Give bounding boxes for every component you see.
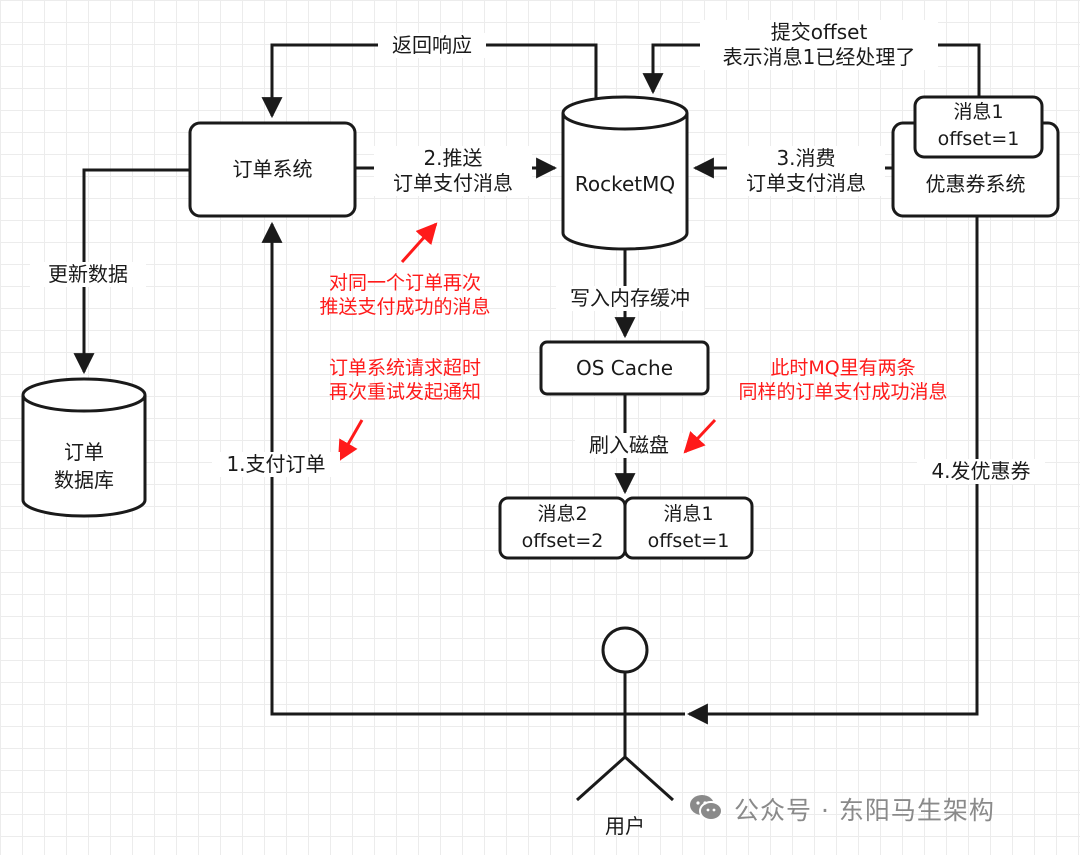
edge-update-data [73,168,190,375]
edge-issue-coupon [686,216,979,725]
disk-message-1-name: 消息1 [663,503,714,525]
rocketmq-label: RocketMQ [574,172,676,196]
disk-message-2-name: 消息2 [537,503,588,525]
edge-label-consume-payment: 3.消费 订单支付消息 [727,146,885,196]
order-system-label: 订单系统 [232,157,313,181]
watermark: 公众号 · 东阳马生架构 [688,793,1060,828]
annotation-arrow-duplicate [683,418,717,454]
edge-label-issue-coupon: 4.发优惠券 [917,459,1045,484]
disk-message-2-offset: offset=2 [521,530,604,552]
edge-label-write-memory: 写入内存缓冲 [556,286,704,311]
annotation-arrow-timeout [337,419,364,462]
edge-pay-order [261,221,565,716]
edge-label-commit-offset: 提交offset 表示消息1已经处理了 [700,20,938,70]
watermark-text: 公众号 · 东阳马生架构 [734,795,995,825]
edge-label-push-payment: 2.推送 订单支付消息 [374,146,532,196]
consumer-message-name: 消息1 [953,101,1004,123]
edge-label-flush-disk: 刷入磁盘 [575,433,683,458]
annotation-timeout-retry: 订单系统请求超时 再次重试发起通知 [328,357,481,403]
order-database-cylinder [21,377,147,518]
annotation-arrow-resend [400,222,438,264]
os-cache-label: OS Cache [576,356,673,380]
annotation-duplicate-in-mq: 此时MQ里有两条 同样的订单支付成功消息 [738,357,948,403]
annotation-resend: 对同一个订单再次 推送支付成功的消息 [319,272,491,318]
disk-message-1-offset: offset=1 [647,530,730,552]
edge-label-update-data: 更新数据 [30,262,146,287]
edge-label-pay-order: 1.支付订单 [212,452,340,477]
user-label: 用户 [605,814,645,838]
disk-message-1-box [623,496,754,560]
edge-label-return-response: 返回响应 [378,33,486,58]
wechat-icon [688,793,724,828]
user-figure [565,626,685,802]
consumer-message-offset: offset=1 [937,128,1020,150]
coupon-system-label: 优惠券系统 [925,172,1026,196]
order-database-label: 订单 数据库 [54,440,114,492]
